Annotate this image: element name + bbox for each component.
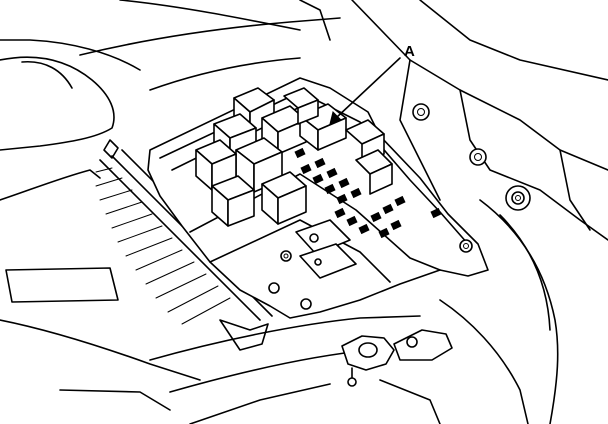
relay-8 xyxy=(283,87,319,125)
fender-bolts xyxy=(412,103,531,211)
relay-group xyxy=(195,87,393,227)
callout-A-label: A xyxy=(404,43,415,60)
callout-A: A xyxy=(329,43,415,125)
relay-10 xyxy=(355,149,393,195)
box-connectors xyxy=(268,219,473,310)
fuse-array xyxy=(294,147,442,239)
relay-A xyxy=(299,103,347,151)
bolt-2 xyxy=(469,148,487,166)
left-body-panel xyxy=(0,39,201,411)
right-fender-panel xyxy=(351,0,608,424)
relay-7 xyxy=(261,171,307,225)
bolt-1 xyxy=(412,103,430,121)
bolt-3 xyxy=(505,185,531,211)
battery-terminal xyxy=(341,329,453,387)
upper-body-panel xyxy=(79,0,341,91)
lower-tray xyxy=(149,315,441,424)
relay-6 xyxy=(211,175,255,227)
